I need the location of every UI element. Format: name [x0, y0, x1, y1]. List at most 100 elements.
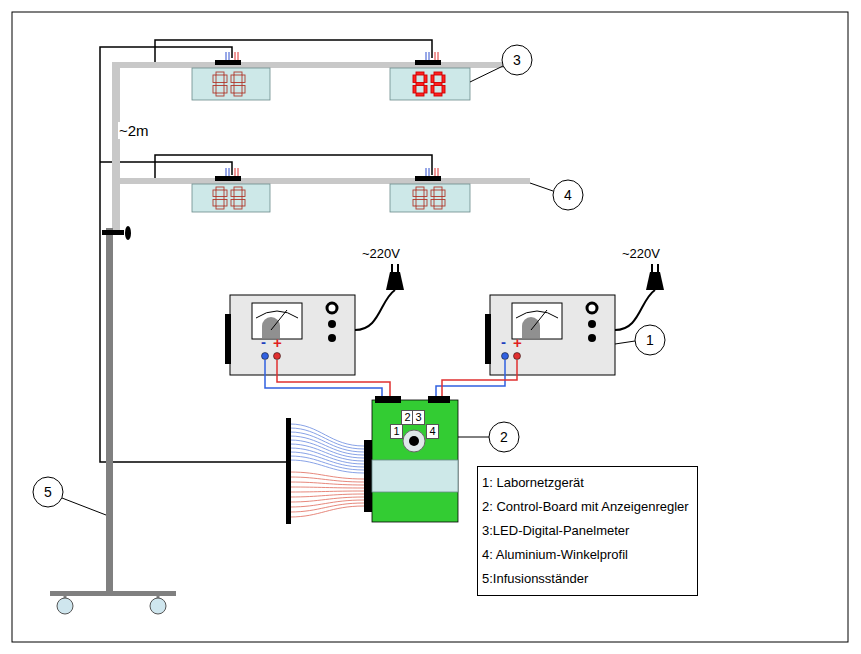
number-text: 4 — [552, 179, 584, 211]
lead-plus — [277, 360, 390, 399]
callout-number: 3 — [501, 44, 533, 76]
ribbon-wire — [290, 452, 364, 467]
meter-scale — [516, 311, 558, 318]
segment — [224, 190, 227, 197]
knob — [588, 320, 596, 328]
segment — [234, 83, 242, 86]
supply-handle — [225, 314, 231, 364]
segment — [216, 83, 224, 86]
selector-knob — [403, 430, 425, 452]
segment — [242, 190, 245, 197]
callout-number: 5 — [32, 476, 64, 508]
panel-meter — [192, 184, 270, 212]
segment — [234, 206, 242, 209]
plug-pin — [391, 264, 393, 272]
segment — [416, 72, 424, 75]
segment — [216, 206, 224, 209]
segment — [234, 187, 242, 190]
stand-clamp — [102, 230, 124, 235]
mains-cable — [355, 290, 395, 330]
panel-meter — [390, 68, 470, 100]
meter-window — [512, 303, 562, 339]
segment — [442, 86, 445, 94]
polarity-sign: - — [261, 333, 266, 350]
lead-minus — [265, 360, 382, 399]
wheel — [150, 598, 166, 614]
legend-box: 1: Labornetzgerät2: Control-Board mit An… — [477, 466, 698, 596]
stand-upper-pole — [112, 62, 120, 230]
mains-cable — [615, 290, 655, 330]
meter-window — [252, 303, 302, 339]
voltage-label: ~220V — [362, 246, 400, 261]
knob-position-label: 3 — [412, 410, 425, 425]
leader-line — [615, 341, 635, 344]
leader-lines — [62, 66, 635, 515]
segment — [234, 197, 242, 200]
wheel — [57, 598, 73, 614]
segment — [424, 200, 427, 207]
segment — [216, 72, 224, 75]
ribbon-wire — [290, 456, 364, 470]
terminal-minus — [262, 353, 269, 360]
callout-number: 1 — [634, 324, 666, 356]
frame — [12, 12, 848, 642]
aluminium-profile — [112, 62, 530, 68]
clamp-screw — [125, 226, 131, 240]
ribbon-wire — [290, 436, 364, 455]
segment — [424, 190, 427, 197]
segment — [413, 200, 416, 207]
knob-position-label: 4 — [426, 424, 439, 439]
board-display — [372, 460, 458, 492]
lead-plus — [442, 360, 517, 399]
knob — [328, 320, 336, 328]
legend-entry: 1: Labornetzgerät — [482, 471, 689, 495]
callout-outline — [553, 180, 583, 210]
meter-dome — [522, 317, 540, 338]
ribbon-wire — [290, 472, 364, 479]
knob-center — [409, 436, 419, 446]
ribbon-wire — [290, 503, 364, 512]
power-supply — [225, 264, 404, 375]
power-connector — [428, 396, 450, 403]
callout-number: 4 — [552, 179, 584, 211]
supply-leads — [265, 360, 517, 399]
number-text: 2 — [488, 421, 520, 453]
power-supply — [485, 264, 664, 375]
board — [372, 400, 458, 522]
segment — [413, 75, 416, 83]
ribbon-cable — [286, 418, 364, 524]
polarity-sign: + — [513, 334, 522, 351]
callout-outline — [489, 422, 519, 452]
panel-meters — [192, 60, 470, 212]
segment — [434, 83, 442, 86]
number-text: 4 — [429, 425, 436, 438]
callout-number: 2 — [488, 421, 520, 453]
supply-housing — [490, 295, 615, 375]
callout-outline — [502, 45, 532, 75]
plug-pin — [651, 264, 653, 272]
knob — [588, 334, 596, 342]
segment — [434, 72, 442, 75]
segment — [431, 190, 434, 197]
segment — [416, 83, 424, 86]
segment — [216, 187, 224, 190]
ribbon-wire — [290, 482, 364, 485]
mains-plug — [646, 272, 664, 290]
meter-needle — [271, 310, 287, 330]
stand-base — [50, 591, 176, 596]
leader-line — [458, 437, 489, 438]
ribbon-wire — [290, 448, 364, 464]
polarity-sign: - — [501, 333, 506, 350]
segment — [216, 197, 224, 200]
number-text: 3 — [501, 44, 533, 76]
legend-entry: 5:Infusionsständer — [482, 567, 689, 591]
segment — [242, 75, 245, 83]
aluminium-profile — [112, 178, 530, 184]
callout-outline — [33, 477, 63, 507]
segment — [442, 200, 445, 207]
number-text: 2 — [404, 411, 411, 424]
segment — [416, 93, 424, 96]
plug-pin — [397, 264, 399, 272]
ribbon-wire — [290, 477, 364, 482]
cable — [155, 155, 432, 178]
